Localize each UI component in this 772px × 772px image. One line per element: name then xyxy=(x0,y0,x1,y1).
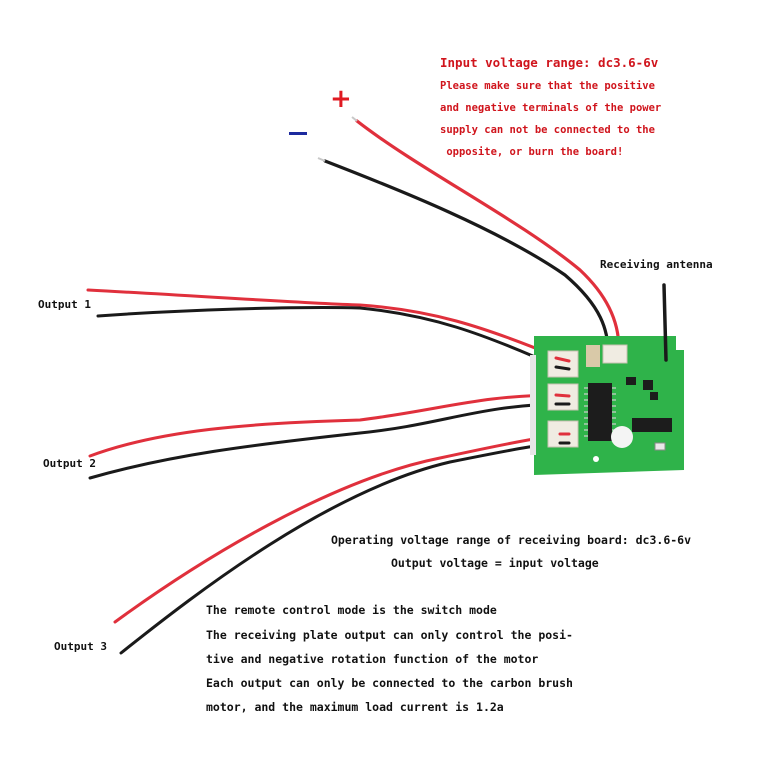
warning-line: and negative terminals of the power xyxy=(440,102,662,114)
negative-wire-tip xyxy=(317,157,326,162)
note-line: The receiving plate output can only cont… xyxy=(206,628,573,642)
power-connector xyxy=(602,344,628,364)
positive-wire xyxy=(355,119,621,362)
negative-terminal-mark xyxy=(289,132,307,135)
output-2-red-wire xyxy=(88,393,562,458)
negative-wire xyxy=(323,159,610,362)
output-2-black-wire xyxy=(88,402,562,480)
input-voltage-title: Input voltage range: dc3.6-6v xyxy=(440,55,659,70)
warning-line: Please make sure that the positive xyxy=(440,80,655,92)
operating-voltage-spec: Operating voltage range of receiving boa… xyxy=(331,533,692,547)
antenna-label: Receiving antenna xyxy=(600,258,713,271)
output-1-red-wire xyxy=(86,288,562,360)
note-line: The remote control mode is the switch mo… xyxy=(206,603,497,617)
output-voltage-spec: Output voltage = input voltage xyxy=(391,556,599,570)
crystal xyxy=(611,426,633,448)
note-line: tive and negative rotation function of t… xyxy=(206,652,539,666)
output-3-black-wire xyxy=(119,441,570,655)
output-3-label: Output 3 xyxy=(54,640,107,653)
positive-wire-tip xyxy=(351,116,358,122)
output-1-black-wire xyxy=(96,305,562,370)
output-2-label: Output 2 xyxy=(43,457,96,470)
note-line: motor, and the maximum load current is 1… xyxy=(206,700,504,714)
output-3-red-wire xyxy=(113,432,570,624)
driver-ic xyxy=(588,383,612,441)
output-1-label: Output 1 xyxy=(38,298,91,311)
output-3-wires xyxy=(113,432,570,655)
output-2-wires xyxy=(88,393,562,480)
power-leads xyxy=(317,116,621,362)
output-1-wires xyxy=(86,288,562,370)
note-line: Each output can only be connected to the… xyxy=(206,676,573,690)
receiver-board xyxy=(530,336,684,475)
warning-line: opposite, or burn the board! xyxy=(440,146,624,158)
positive-terminal-mark: + xyxy=(330,84,352,114)
decoder-ic xyxy=(632,418,672,432)
output-connectors xyxy=(547,350,579,448)
antenna-wire xyxy=(662,283,668,362)
warning-line: supply can not be connected to the xyxy=(440,124,655,136)
